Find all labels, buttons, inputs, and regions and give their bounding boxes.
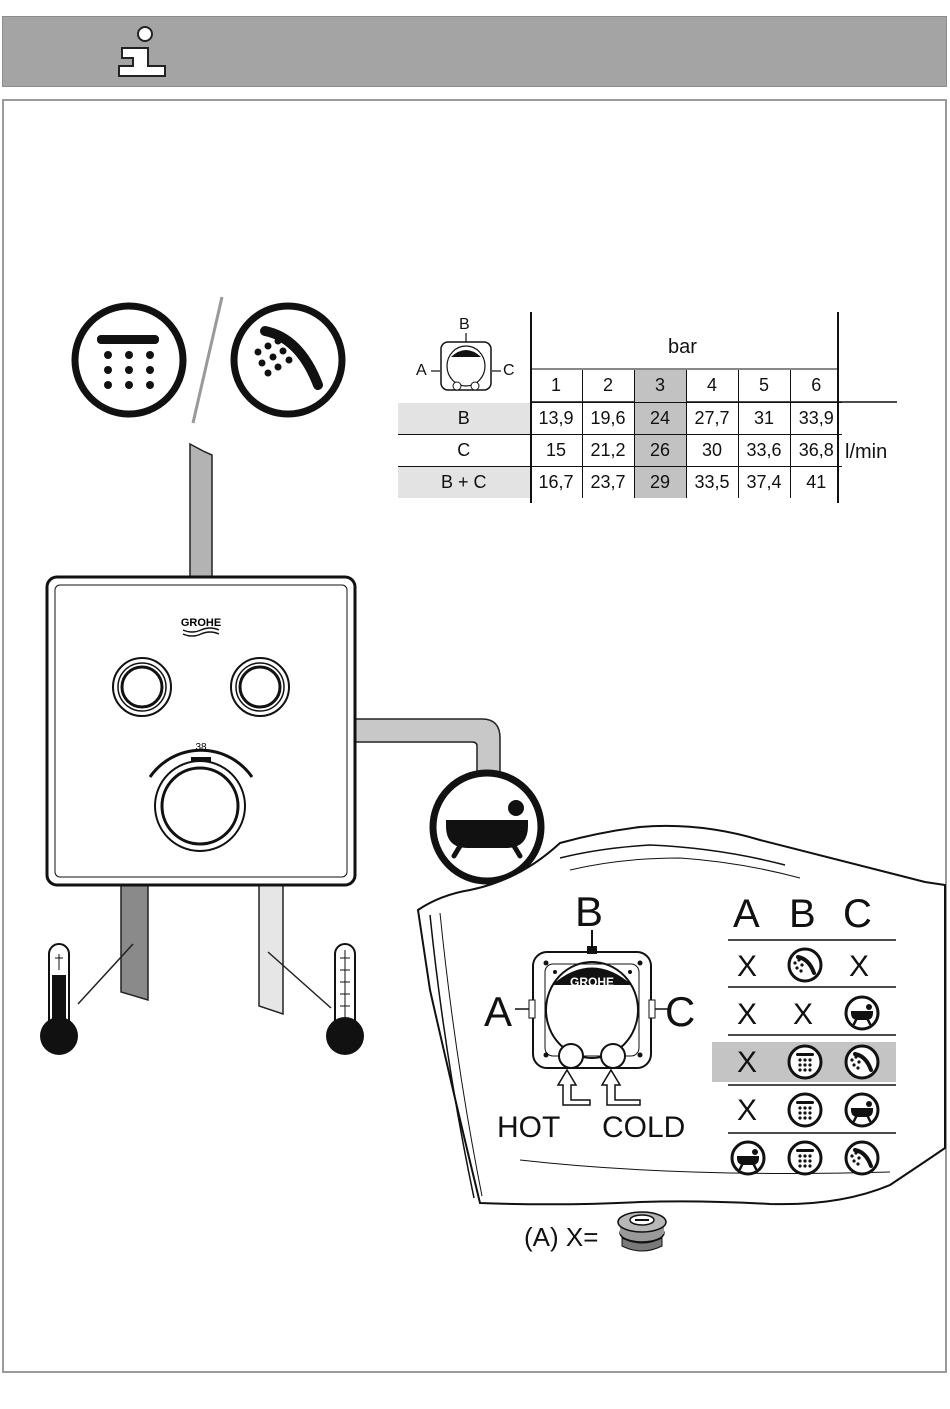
grid-cell-x: X: [737, 1094, 757, 1128]
flow-rate-table: 1 2 3 4 5 6 B 13,9 19,6 24 27,7 31 33,9 …: [398, 370, 842, 498]
grid-cell-x: X: [793, 998, 813, 1032]
grid-header-b: B: [789, 892, 816, 937]
overhead-shower-icon: [75, 306, 183, 414]
table-cell: 33,5: [686, 466, 738, 498]
table-cell: 13,9: [530, 402, 582, 434]
table-cell: 24: [634, 402, 686, 434]
table-cell: 16,7: [530, 466, 582, 498]
table-cell: 26: [634, 434, 686, 466]
pressure-col: 5: [738, 370, 790, 402]
hand-shower-icon: [234, 306, 342, 414]
flow-unit-label: l/min: [845, 441, 887, 464]
table-cell: 31: [738, 402, 790, 434]
push-button-right[interactable]: [231, 658, 289, 716]
outlet-label-top: B: [575, 888, 603, 936]
table-cell: 21,2: [582, 434, 634, 466]
grid-header-a: A: [733, 892, 760, 937]
row-label: B: [398, 402, 530, 434]
table-cell: 41: [790, 466, 842, 498]
table-cell: 30: [686, 434, 738, 466]
brand-logo: GROHE: [181, 617, 221, 629]
temperature-mark: 38: [195, 742, 207, 753]
pressure-col: 2: [582, 370, 634, 402]
pressure-unit-label: bar: [668, 336, 697, 359]
table-cell: 23,7: [582, 466, 634, 498]
table-row: B + C 16,7 23,7 29 33,5 37,4 41: [398, 466, 842, 498]
grid-header-c: C: [843, 892, 872, 937]
pressure-col: 4: [686, 370, 738, 402]
plug-icon: [618, 1212, 666, 1251]
pressure-header-row: 1 2 3 4 5 6: [398, 370, 842, 402]
grid-cell-x: X: [737, 1046, 757, 1080]
plug-note-label: (A) X=: [524, 1222, 598, 1253]
mini-label-top: B: [459, 316, 470, 334]
hot-thermometer-icon: [40, 944, 133, 1055]
grid-cell-x: X: [737, 950, 757, 984]
table-cell: 33,6: [738, 434, 790, 466]
table-cell: 19,6: [582, 402, 634, 434]
grid-cell-x: X: [849, 950, 869, 984]
hot-label: HOT: [497, 1111, 560, 1145]
row-label: B + C: [398, 466, 530, 498]
table-cell: 29: [634, 466, 686, 498]
detail-brand-logo: GROHE: [570, 975, 614, 989]
pressure-col: 1: [530, 370, 582, 402]
bath-icon: [433, 773, 541, 881]
pressure-col-highlight: 3: [634, 370, 686, 402]
grid-cell-x: X: [737, 998, 757, 1032]
table-row: C 15 21,2 26 30 33,6 36,8: [398, 434, 842, 466]
cold-label: COLD: [602, 1111, 685, 1145]
table-cell: 33,9: [790, 402, 842, 434]
table-cell: 27,7: [686, 402, 738, 434]
table-cell: 37,4: [738, 466, 790, 498]
outlet-label-left: A: [484, 988, 512, 1036]
pressure-col: 6: [790, 370, 842, 402]
table-row: B 13,9 19,6 24 27,7 31 33,9: [398, 402, 842, 434]
table-cell: 36,8: [790, 434, 842, 466]
table-cell: 15: [530, 434, 582, 466]
row-label: C: [398, 434, 530, 466]
push-button-left[interactable]: [113, 658, 171, 716]
outlet-label-right: C: [665, 988, 695, 1036]
